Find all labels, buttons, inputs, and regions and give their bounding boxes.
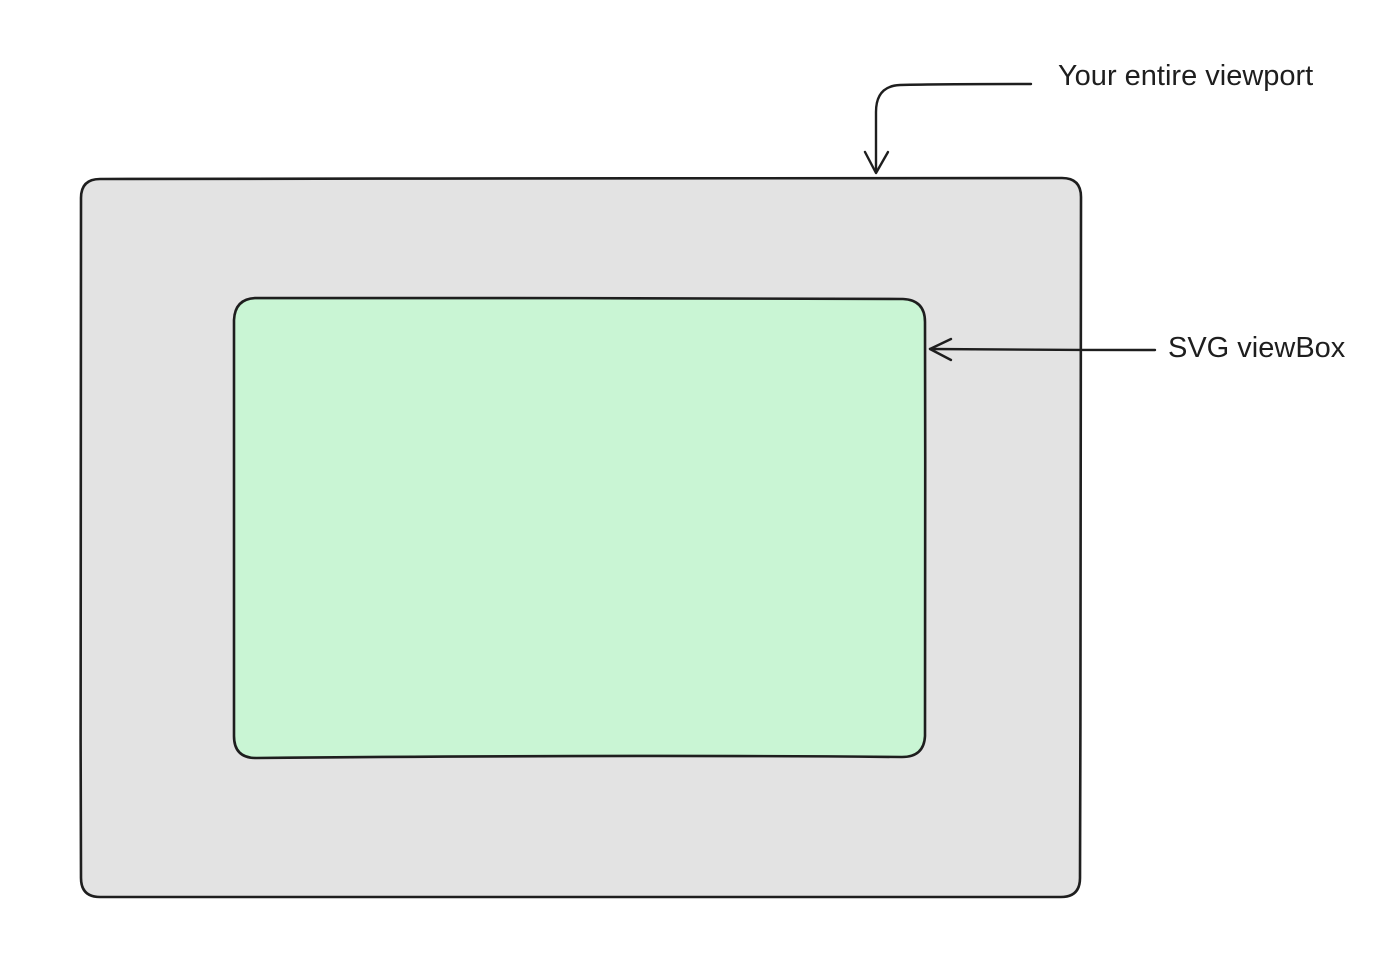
viewbox-arrow: [928, 337, 1157, 362]
viewbox-label: SVG viewBox: [1168, 332, 1346, 364]
viewport-arrow-line: [874, 82, 1033, 174]
viewport-label: Your entire viewport: [1058, 60, 1313, 92]
viewbox-arrow-line: [928, 347, 1157, 352]
viewbox-rect: [232, 296, 927, 760]
viewport-arrow-head: [863, 150, 890, 175]
viewport-arrow: [863, 82, 1033, 175]
viewbox-arrow-head: [928, 337, 953, 362]
